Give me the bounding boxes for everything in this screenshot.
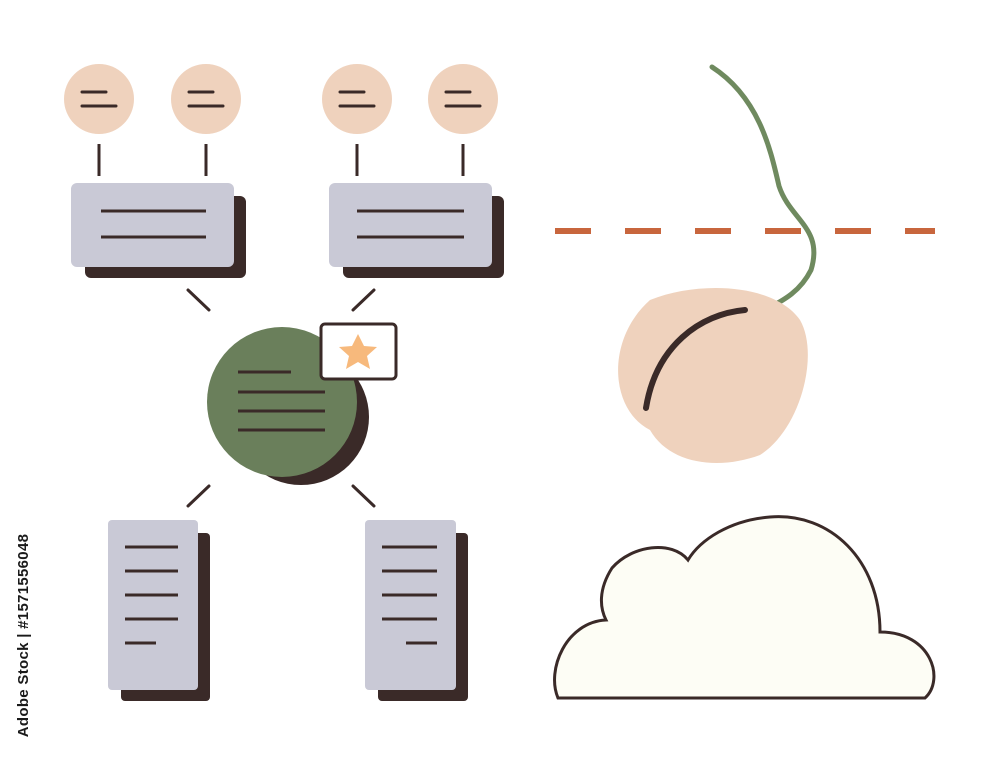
person-circle-icon	[64, 64, 134, 134]
stem-thread	[709, 64, 817, 315]
document-icon	[108, 520, 210, 701]
star-icon	[339, 334, 377, 369]
green-hub-circle	[207, 327, 369, 485]
seed-pod-icon	[618, 288, 808, 463]
cloud-icon	[553, 515, 936, 700]
hub-connector-lines	[186, 288, 376, 508]
text-card-icon	[329, 183, 504, 278]
watermark-stock-id: Adobe Stock | #1571556048	[12, 522, 36, 748]
person-circle-icon	[428, 64, 498, 134]
avatar-connector-lines	[97, 144, 465, 176]
document-icon	[365, 520, 468, 701]
watermark-stock-id-text: Adobe Stock | #1571556048	[15, 533, 33, 737]
star-badge	[319, 322, 398, 381]
text-card-icon	[71, 183, 246, 278]
person-circle-icon	[322, 64, 392, 134]
person-circle-icon	[171, 64, 241, 134]
